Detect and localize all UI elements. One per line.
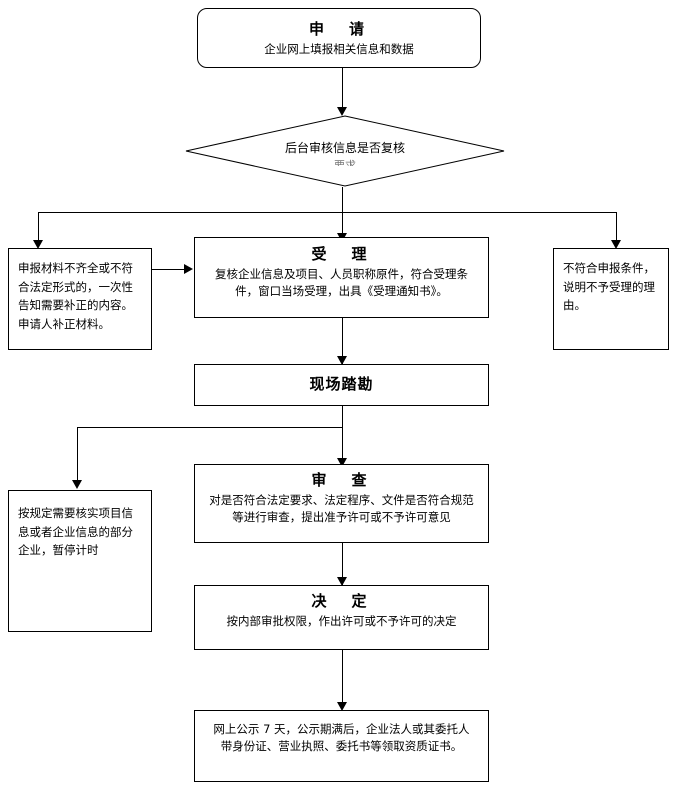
connector-supplement-to-accept-line [152, 269, 185, 270]
diamond-shape [185, 115, 505, 187]
node-accept[interactable]: 受 理 复核企业信息及项目、人员职称原件，符合受理条 件，窗口当场受理，出具《受… [194, 237, 489, 318]
connector-decide-to-publicize-line [342, 650, 343, 708]
node-decide-body: 按内部审批权限，作出许可或不予许可的决定 [226, 613, 457, 628]
connector-branch-center-arrow [337, 458, 347, 467]
node-decide[interactable]: 决 定 按内部审批权限，作出许可或不予许可的决定 [194, 585, 489, 650]
node-supplement-note-body: 申报材料不齐全或不符 合法定形式的，一次性 告知需要补正的内容。 申请人补正材料… [18, 261, 133, 331]
connector-branch-left-line [77, 427, 78, 483]
connector-accept-to-survey-line [342, 318, 343, 364]
node-reject-note-body: 不符合申报条件， 说明不予受理的理 由。 [563, 261, 655, 313]
node-publicize-body: 网上公示 7 天，公示期满后，企业法人或其委托人 带身份证、营业执照、委托书等领… [213, 722, 470, 754]
connector-fanout-right-arrow [611, 240, 621, 249]
node-pause-note[interactable]: 按规定需要核实项目信 息或者企业信息的部分 企业，暂停计时 [8, 490, 152, 632]
node-examine-body: 对是否符合法定要求、法定程序、文件是否符合规范 等进行审查，提出准予许可或不予许… [209, 492, 474, 524]
node-examine-title: 审 查 [311, 471, 372, 489]
connector-branch-center-line [342, 427, 343, 462]
connector-examine-to-decide-line [342, 543, 343, 585]
node-examine[interactable]: 审 查 对是否符合法定要求、法定程序、文件是否符合规范 等进行审查，提出准予许可… [194, 464, 489, 543]
connector-decide-to-publicize-arrow [337, 702, 347, 711]
node-apply[interactable]: 申 请 企业网上填报相关信息和数据 [197, 8, 481, 68]
node-accept-title: 受 理 [311, 245, 372, 263]
connector-fanout-left-arrow [33, 240, 43, 249]
connector-apply-to-decision-line [342, 68, 343, 110]
connector-decision-drop [342, 187, 343, 213]
node-accept-body: 复核企业信息及项目、人员职称原件，符合受理条 件，窗口当场受理，出具《受理通知书… [215, 266, 468, 298]
connector-fanout-left-line [38, 212, 39, 243]
connector-fanout-bus [38, 212, 617, 213]
connector-accept-to-survey-arrow [337, 356, 347, 365]
connector-survey-drop [342, 406, 343, 428]
node-review-decision-sublabel: 要求 [334, 159, 356, 166]
connector-branch-bus [77, 427, 343, 428]
connector-fanout-center-line [342, 212, 343, 237]
node-review-decision[interactable]: 后台审核信息是否复核 要求 [185, 115, 505, 187]
connector-examine-to-decide-arrow [337, 577, 347, 586]
node-pause-note-body: 按规定需要核实项目信 息或者企业信息的部分 企业，暂停计时 [18, 506, 133, 558]
node-site-survey-title: 现场踏勘 [309, 375, 374, 394]
node-reject-note[interactable]: 不符合申报条件， 说明不予受理的理 由。 [553, 248, 669, 350]
node-supplement-note[interactable]: 申报材料不齐全或不符 合法定形式的，一次性 告知需要补正的内容。 申请人补正材料… [8, 248, 152, 350]
node-decide-title: 决 定 [311, 592, 372, 610]
connector-supplement-to-accept-arrow [184, 264, 193, 274]
node-apply-title: 申 请 [308, 19, 369, 38]
connector-apply-to-decision-arrow [337, 107, 347, 116]
connector-branch-left-arrow [72, 480, 82, 489]
node-publicize[interactable]: 网上公示 7 天，公示期满后，企业法人或其委托人 带身份证、营业执照、委托书等领… [194, 710, 489, 782]
node-review-decision-label: 后台审核信息是否复核 [284, 141, 405, 155]
node-site-survey[interactable]: 现场踏勘 [194, 364, 489, 406]
node-apply-body: 企业网上填报相关信息和数据 [264, 41, 414, 56]
connector-fanout-right-line [616, 212, 617, 243]
